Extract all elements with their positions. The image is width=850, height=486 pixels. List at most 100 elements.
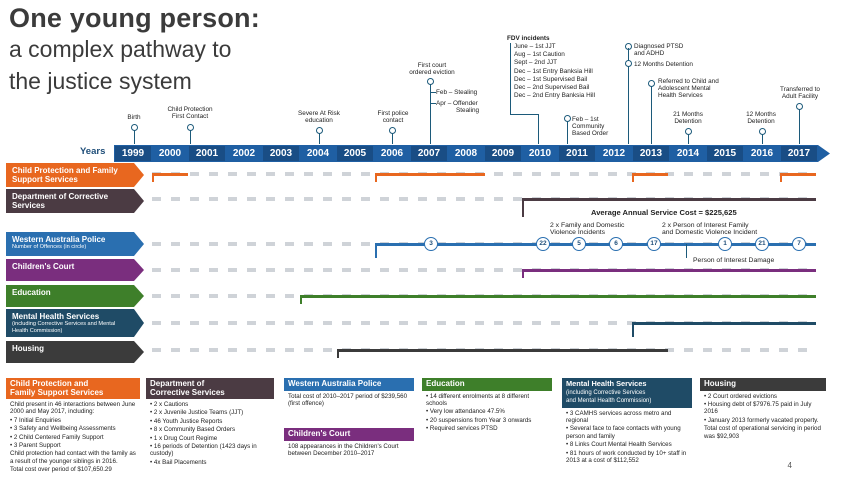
annotation-poi-damage: Person of Interest Damage: [693, 257, 775, 264]
box-line: • January 2013 formerly vacated property…: [704, 416, 819, 424]
event-pin: [538, 114, 539, 144]
year-label: 2007: [411, 146, 447, 161]
year-label: 2012: [602, 148, 626, 159]
row-subtitle: (including Corrective Services and Menta…: [12, 321, 116, 334]
connector: [510, 114, 538, 115]
box-line: • 8 Links Court Mental Health Services: [566, 441, 672, 449]
event-fdv-title: FDV incidents: [507, 35, 550, 42]
offence-count-circle: 6: [609, 237, 623, 251]
event-pin: [651, 84, 652, 144]
event-pin: [392, 130, 393, 144]
year-label: 2017: [781, 146, 817, 161]
row-label: Child Protection and Family Support Serv…: [6, 163, 134, 187]
offence-count-circle: 3: [424, 237, 438, 251]
timeline-bar: [114, 145, 830, 162]
box-line: • Housing debt of $7976.75 paid in July …: [704, 400, 812, 416]
row-service-bar: [632, 322, 816, 325]
box-heading: Western Australia Police: [284, 378, 414, 391]
row-bar-tick: [375, 244, 377, 258]
box-heading: Children's Court: [284, 428, 414, 441]
year-label: 2014: [676, 148, 700, 159]
row-tab-shape: [6, 285, 144, 307]
box-line: • 4x Bail Placements: [150, 458, 207, 466]
event-pin: [567, 118, 568, 144]
row-bar-tick: [522, 199, 524, 217]
year-label: 2008: [454, 148, 478, 159]
info-box-education: Education • 14 different enrolments at 8…: [422, 378, 552, 436]
box-line: • 1 x Drug Court Regime: [150, 434, 218, 442]
row-name: Western Australia Police: [12, 235, 106, 244]
box-heading: Housing: [700, 378, 826, 391]
year-label: 2011: [559, 146, 595, 161]
event-dot: [759, 128, 766, 135]
year-label: 2003: [263, 146, 299, 161]
page-subtitle-line-1: a complex pathway to: [9, 36, 232, 62]
info-box-police: Western Australia Police Total cost of 2…: [284, 378, 414, 410]
row-service-bar: [337, 349, 668, 352]
box-heading: Mental Health Services (including Correc…: [562, 378, 692, 408]
box-line: Total cost of operational servicing in p…: [704, 425, 821, 440]
row-tab-shape: [6, 341, 144, 363]
row-bar-tick: [522, 270, 524, 278]
box-line: • Several face to face contacts with you…: [566, 425, 681, 440]
row-bar-tick: [300, 296, 302, 304]
row-guide: [152, 197, 816, 201]
box-line: • 16 periods of Detention (1423 days in …: [150, 443, 257, 458]
event-pin: [628, 48, 629, 144]
row-service-bar: [522, 269, 816, 272]
year-label: 2002: [232, 148, 256, 159]
event-dot: [648, 80, 655, 87]
row-service-bar: [632, 173, 668, 176]
box-line: • 81 hours of work conducted by 10+ staf…: [566, 449, 687, 464]
box-line: Total cost over period of $107,650.29: [10, 466, 112, 474]
offence-count-circle: 22: [536, 237, 550, 251]
row-name: Mental Health Services: [12, 312, 100, 321]
offence-count-circle: 1: [718, 237, 732, 251]
info-box-mental-health: Mental Health Services (including Correc…: [562, 378, 692, 467]
row-subtitle: Number of Offences (in circle): [12, 244, 87, 250]
row-label: Education: [6, 285, 134, 307]
box-line: • 20 suspensions from Year 3 onwards: [426, 416, 532, 424]
row-label: Mental Health Services(including Correct…: [6, 309, 134, 337]
event-dot: [564, 115, 571, 122]
offence-count-circle: 5: [572, 237, 586, 251]
box-line: Child protection had contact with the fa…: [10, 450, 136, 465]
row-bar-tick: [632, 323, 634, 337]
event-pin: [134, 126, 135, 144]
offence-count-circle: 17: [647, 237, 661, 251]
box-line: • Required services PTSD: [426, 425, 498, 433]
box-line: • 46 Youth Justice Reports: [150, 417, 223, 425]
year-label: 2004: [306, 148, 330, 159]
row-name: Child Protection and Family Support Serv…: [12, 166, 118, 184]
box-body: Total cost of 2010–2017 period of $239,5…: [284, 391, 414, 411]
box-line: • 3 CAMHS services across metro and regi…: [566, 409, 672, 424]
page-title: One young person:: [9, 3, 260, 33]
event-dot: [625, 60, 632, 67]
box-line: Total cost of 2010–2017 period of $239,5…: [288, 392, 408, 407]
event-dot: [187, 124, 194, 131]
year-label: 2013: [633, 146, 669, 161]
event-dot: [796, 103, 803, 110]
row-guide: [152, 321, 816, 325]
box-line: • 7 Initial Enquiries: [10, 416, 62, 424]
year-label: 2000: [158, 148, 182, 159]
row-service-bar: [375, 243, 816, 246]
row-tab-shape: [6, 309, 144, 337]
avg-service-cost: Average Annual Service Cost = $225,625: [591, 208, 737, 217]
info-box-housing: Housing • 2 Court ordered evictions• Hou…: [700, 378, 826, 443]
year-label: 1999: [115, 146, 151, 161]
